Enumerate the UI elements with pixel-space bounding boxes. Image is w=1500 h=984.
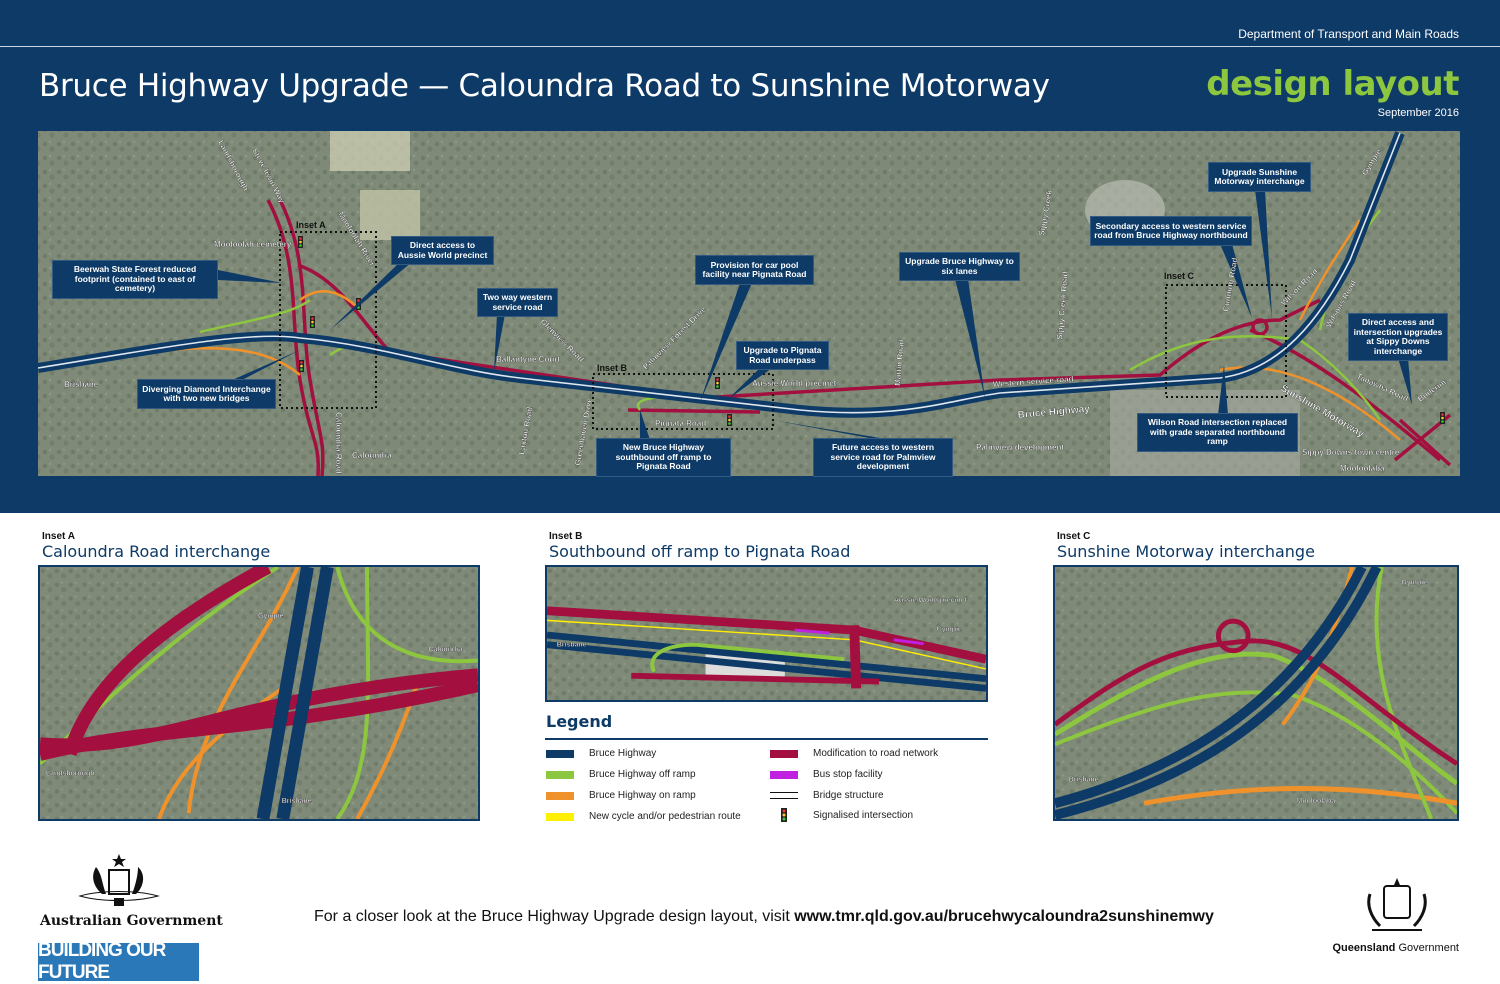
legend-label: Bridge structure bbox=[813, 790, 884, 801]
legend-item-signal: Signalised intersection bbox=[770, 808, 913, 822]
inset-b-map: Aussie World precinct Gympie Brisbane bbox=[545, 565, 988, 702]
legend-item-bruce-highway: Bruce Highway bbox=[546, 748, 656, 759]
header-divider bbox=[0, 46, 1500, 47]
inset-a-caloundra: Caloundra bbox=[428, 647, 462, 654]
label-mooloolaba: Mooloolaba bbox=[1340, 464, 1385, 473]
footer-text: For a closer look at the Bruce Highway U… bbox=[314, 908, 1214, 926]
swatch bbox=[546, 812, 574, 821]
page-title: Bruce Highway Upgrade — Caloundra Road t… bbox=[39, 68, 1050, 104]
callout-aussie-world-access: Direct access to Aussie World precinct bbox=[391, 236, 494, 265]
legend-divider bbox=[545, 738, 988, 740]
inset-b-label: Inset B bbox=[549, 531, 583, 542]
label-brisbane: Brisbane bbox=[64, 380, 99, 389]
swatch bbox=[546, 749, 574, 758]
inset-c-map: Gympie Brisbane Mooloolaba bbox=[1053, 565, 1459, 821]
modification-roads bbox=[266, 199, 1452, 476]
label-aussie-world: Aussie World precinct bbox=[752, 379, 837, 388]
inset-b-title: Southbound off ramp to Pignata Road bbox=[549, 542, 851, 561]
inset-b-aussie-world: Aussie World precinct bbox=[894, 597, 968, 604]
australian-coat-of-arms-logo bbox=[78, 854, 160, 906]
label-sippy-downs: Sippy Downs town centre bbox=[1302, 448, 1400, 457]
legend-item-bus-stop: Bus stop facility bbox=[770, 769, 882, 780]
inset-a-brisbane: Brisbane bbox=[282, 798, 312, 805]
legend-item-off-ramp: Bruce Highway off ramp bbox=[546, 769, 696, 780]
callout-diverging-diamond: Diverging Diamond Interchange with two n… bbox=[137, 379, 276, 409]
bridge-icon bbox=[770, 792, 798, 799]
callout-sippy-downs: Direct access and intersection upgrades … bbox=[1348, 313, 1448, 361]
inset-c-label: Inset C bbox=[1057, 531, 1091, 542]
inset-a-title: Caloundra Road interchange bbox=[42, 542, 271, 561]
inset-a-landsborough: Landsborough bbox=[46, 771, 95, 778]
inset-c-gympie: Gympie bbox=[1402, 580, 1428, 587]
legend-label: Signalised intersection bbox=[813, 809, 914, 821]
inset-c-brisbane: Brisbane bbox=[1069, 777, 1099, 784]
swatch bbox=[546, 791, 574, 800]
legend-item-modification: Modification to road network bbox=[770, 748, 938, 759]
inset-c-marker: Inset C bbox=[1164, 271, 1195, 281]
legend-label: New cycle and/or pedestrian route bbox=[589, 811, 741, 822]
callout-southbound-off-ramp: New Bruce Highway southbound off ramp to… bbox=[596, 438, 731, 477]
legend-label: Modification to road network bbox=[813, 748, 939, 759]
callout-wilson-road: Wilson Road intersection replaced with g… bbox=[1137, 413, 1298, 452]
inset-b-marker: Inset B bbox=[597, 363, 628, 373]
swatch bbox=[770, 749, 798, 758]
footer-prefix: For a closer look at the Bruce Highway U… bbox=[314, 908, 795, 925]
inset-b-brisbane: Brisbane bbox=[557, 642, 587, 649]
legend-title: Legend bbox=[546, 712, 613, 731]
inset-a-marker: Inset A bbox=[296, 220, 326, 230]
legend-label: Bus stop facility bbox=[813, 769, 883, 780]
legend-item-bridge: Bridge structure bbox=[770, 790, 884, 801]
inset-a-label: Inset A bbox=[42, 531, 75, 542]
doc-date: September 2016 bbox=[1377, 107, 1459, 119]
label-caloundra-road: Caloundra Road bbox=[334, 412, 343, 474]
traffic-light-icon bbox=[770, 808, 798, 822]
callout-secondary-access: Secondary access to western service road… bbox=[1090, 216, 1252, 246]
qld-bold: Queensland bbox=[1332, 942, 1396, 954]
legend-label: Bruce Highway off ramp bbox=[589, 769, 696, 780]
queensland-government-wordmark: Queensland Government bbox=[1332, 942, 1459, 954]
inset-b-gympie: Gympie bbox=[936, 626, 962, 633]
callout-western-service-road: Two way western service road bbox=[477, 288, 558, 317]
qld-rest: Government bbox=[1395, 942, 1459, 954]
label-ballantyne-court: Ballantyne Court bbox=[496, 355, 560, 364]
callout-six-lanes: Upgrade Bruce Highway to six lanes bbox=[899, 252, 1020, 281]
label-martin-road: Martin Road bbox=[893, 339, 906, 386]
project-url-link[interactable]: www.tmr.qld.gov.au/brucehwycaloundra2sun… bbox=[794, 908, 1214, 925]
department-name: Department of Transport and Main Roads bbox=[1238, 27, 1459, 41]
inset-c-mooloolaba: Mooloolaba bbox=[1297, 798, 1336, 805]
inset-c-title: Sunshine Motorway interchange bbox=[1057, 542, 1315, 561]
swatch bbox=[770, 770, 798, 779]
building-our-future-badge: BUILDING OUR FUTURE bbox=[38, 940, 199, 983]
inset-a-gympie: Gympie bbox=[258, 613, 284, 620]
callout-car-pool: Provision for car pool facility near Pig… bbox=[695, 255, 814, 285]
label-cemetery: Mooloolah cemetery bbox=[214, 240, 292, 249]
queensland-coat-of-arms-logo bbox=[1367, 878, 1427, 931]
australian-government-wordmark: Australian Government bbox=[40, 913, 223, 929]
callout-beerwah: Beerwah State Forest reduced footprint (… bbox=[52, 260, 218, 299]
legend-label: Bruce Highway on ramp bbox=[589, 790, 696, 801]
inset-a-map: Gympie Caloundra Landsborough Brisbane bbox=[38, 565, 480, 821]
callout-pointers bbox=[218, 190, 1412, 440]
legend-item-on-ramp: Bruce Highway on ramp bbox=[546, 790, 696, 801]
label-pignata-road: Pignata Road bbox=[655, 419, 706, 428]
signalised-intersection-icons bbox=[298, 236, 1445, 426]
callout-palmview-access: Future access to western service road fo… bbox=[813, 438, 953, 477]
swatch bbox=[546, 770, 574, 779]
callout-pignata-underpass: Upgrade to Pignata Road underpass bbox=[736, 341, 829, 370]
doc-type: design layout bbox=[1206, 64, 1459, 104]
callout-sunshine-motorway-interchange: Upgrade Sunshine Motorway interchange bbox=[1208, 162, 1311, 192]
label-caloundra: Caloundra bbox=[352, 451, 392, 460]
legend-label: Bruce Highway bbox=[589, 748, 657, 759]
label-palmview-development: Palmview development bbox=[976, 443, 1064, 452]
legend-item-cycle-route: New cycle and/or pedestrian route bbox=[546, 811, 741, 822]
